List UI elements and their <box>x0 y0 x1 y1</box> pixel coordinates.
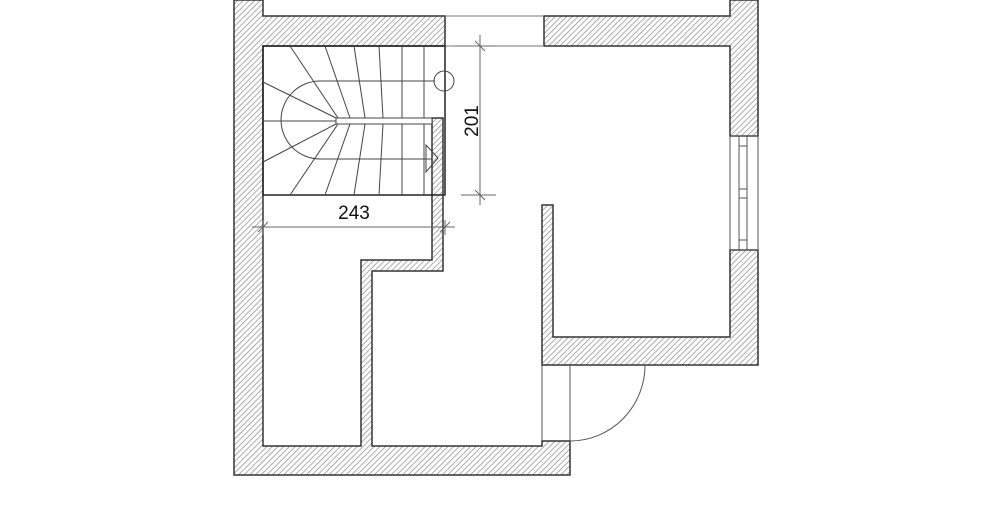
door-icon <box>541 364 646 442</box>
dimension-label-201: 201 <box>462 105 483 137</box>
wall-right-lower <box>541 204 759 366</box>
walls <box>233 0 759 476</box>
top-opening <box>445 15 544 47</box>
dimension-vertical <box>454 35 496 205</box>
staircase-icon <box>262 45 455 196</box>
window-icon <box>729 135 759 251</box>
dimension-horizontal <box>252 220 455 235</box>
wall-top-right <box>543 0 759 137</box>
dimension-label-243: 243 <box>338 203 370 224</box>
